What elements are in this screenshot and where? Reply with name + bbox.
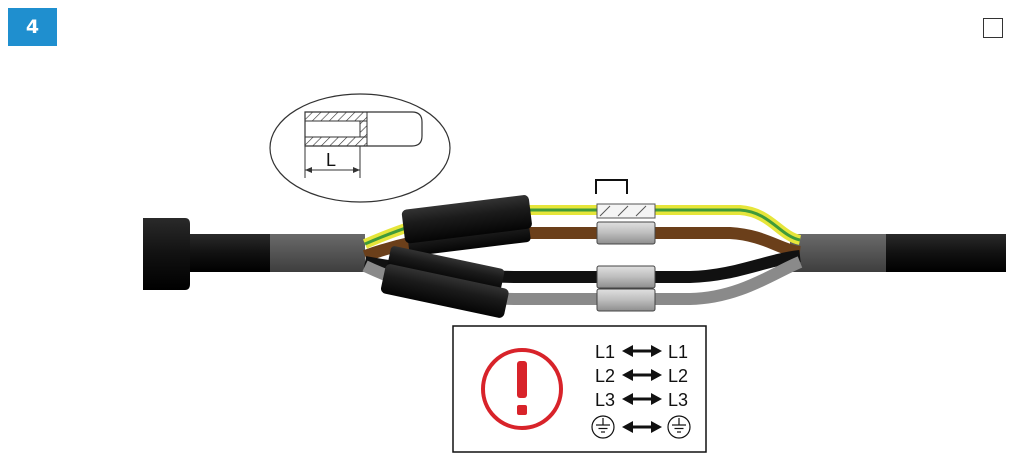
ground-symbol-icon xyxy=(667,415,691,439)
double-arrow-icon xyxy=(622,369,662,381)
legend-row-1-right: L1 xyxy=(668,342,688,362)
legend-row-3-right: L3 xyxy=(668,390,688,410)
double-arrow-icon xyxy=(622,421,662,433)
legend-row-2-left: L2 xyxy=(595,366,615,386)
connector-bracket xyxy=(595,179,628,194)
ground-symbol-icon xyxy=(591,415,615,439)
earth-connector xyxy=(596,203,656,219)
right-cable xyxy=(790,234,1006,272)
phase-legend-box: L1 L1 L2 L2 L3 L3 xyxy=(452,325,707,453)
left-cable-inner-sheath xyxy=(270,234,365,272)
grey-connector xyxy=(596,288,656,312)
shrink-tubes xyxy=(380,195,532,318)
double-arrow-icon xyxy=(622,393,662,405)
legend-row-1-left: L1 xyxy=(595,342,615,362)
legend-frame xyxy=(452,325,707,453)
black-connector xyxy=(596,265,656,289)
double-arrow-icon xyxy=(622,345,662,357)
step-checkbox[interactable] xyxy=(983,18,1003,38)
step-number-badge: 4 xyxy=(8,8,57,46)
exclamation-warning-icon xyxy=(481,348,563,430)
shrink-tube-black xyxy=(387,246,505,291)
connector-detail-callout: L xyxy=(269,93,451,203)
sleeve-wall-bottom xyxy=(304,136,368,147)
brown-connector xyxy=(596,221,656,245)
left-cable-end-cap xyxy=(143,218,190,290)
shrink-tube-earth xyxy=(401,195,532,244)
right-cable-inner-sheath xyxy=(790,234,886,272)
sleeve-stop xyxy=(359,120,368,138)
legend-row-2-right: L2 xyxy=(668,366,688,386)
dimension-label: L xyxy=(326,150,336,170)
shrink-tube-grey xyxy=(380,264,509,318)
connectors xyxy=(595,179,656,312)
sleeve-wall-top xyxy=(304,111,368,122)
legend-row-3-left: L3 xyxy=(595,390,615,410)
left-cable xyxy=(143,218,365,290)
